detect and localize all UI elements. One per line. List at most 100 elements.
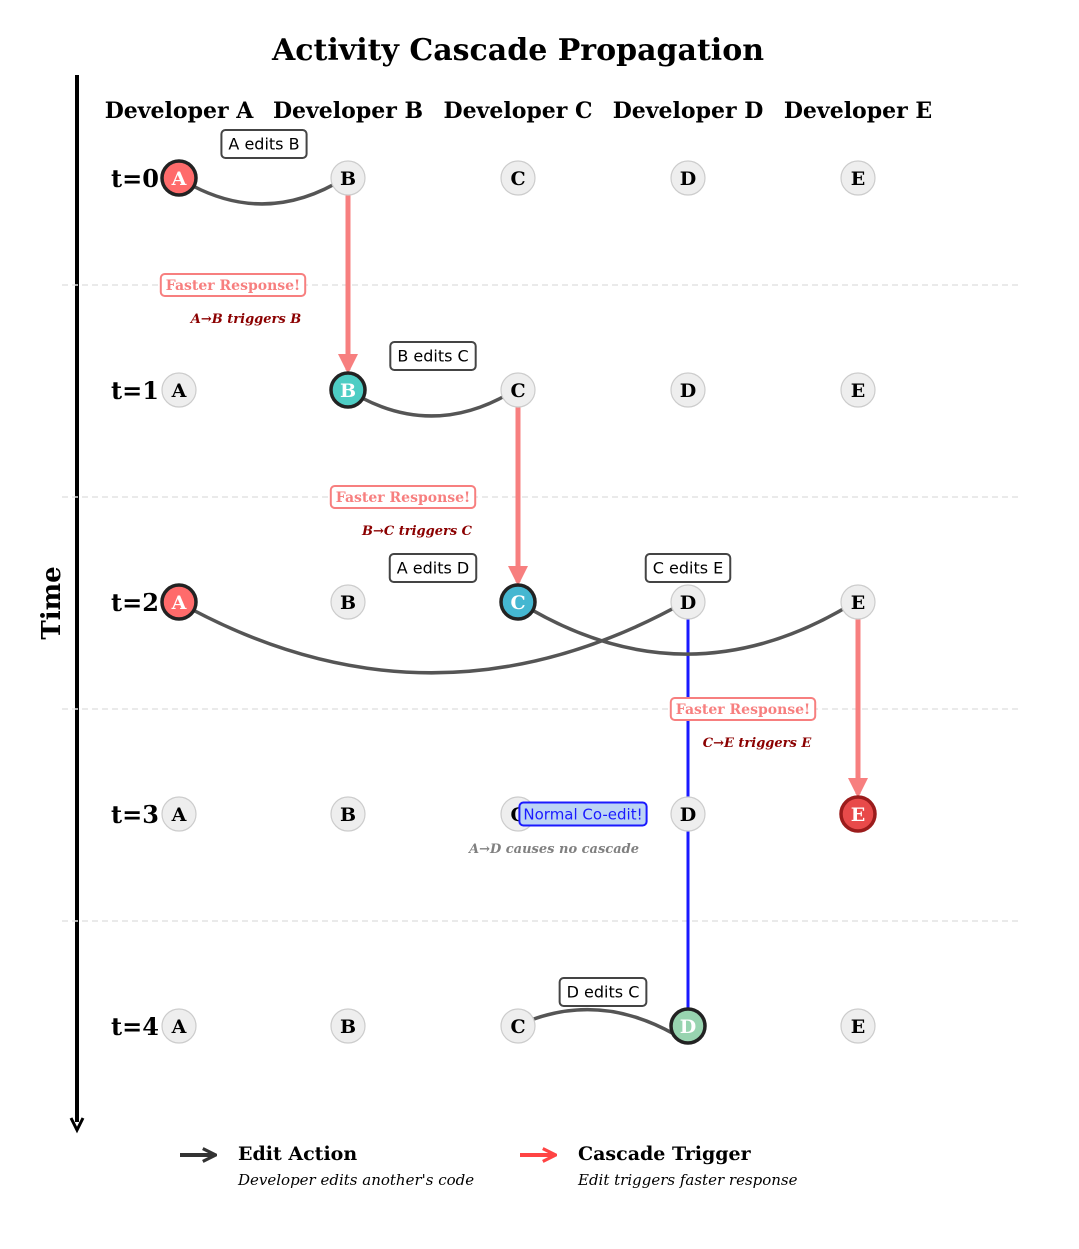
node-circle bbox=[330, 160, 366, 196]
node-circle bbox=[160, 583, 198, 621]
legend-title: Cascade Trigger bbox=[578, 1143, 752, 1165]
developer-header: Developer A bbox=[105, 98, 255, 124]
node-circle bbox=[670, 584, 706, 620]
node-circle bbox=[161, 372, 197, 408]
edit-action-label-text: A edits D bbox=[397, 559, 470, 578]
node-letter: D bbox=[680, 380, 696, 402]
node-circle bbox=[330, 796, 366, 832]
node-letter: C bbox=[510, 380, 525, 402]
faster-response-label: Faster Response! bbox=[159, 273, 307, 297]
edit-action-arrow bbox=[531, 602, 855, 656]
edit-action-arrow bbox=[521, 1007, 675, 1036]
time-label: t=4 bbox=[111, 1012, 159, 1041]
developer-node: E bbox=[840, 1008, 876, 1044]
edit-action-label-box bbox=[388, 553, 478, 583]
node-letter: E bbox=[851, 804, 865, 826]
edit-action-arrow bbox=[192, 178, 345, 206]
developer-node: B bbox=[330, 796, 366, 832]
node-circle bbox=[330, 584, 366, 620]
edit-action-label-box bbox=[644, 553, 732, 583]
node-letter: C bbox=[510, 168, 525, 190]
developer-node: B bbox=[330, 160, 366, 196]
faster-response-label-text: Faster Response! bbox=[676, 702, 810, 718]
developer-node: A bbox=[160, 583, 198, 621]
edit-action-label-box bbox=[389, 341, 477, 371]
developer-node: E bbox=[840, 584, 876, 620]
faster-response-label-box bbox=[329, 485, 477, 509]
node-circle bbox=[161, 796, 197, 832]
legend-subtitle: Developer edits another's code bbox=[237, 1171, 474, 1189]
edit-action-label-text: C edits E bbox=[653, 559, 724, 578]
node-circle bbox=[840, 584, 876, 620]
node-circle bbox=[839, 795, 877, 833]
time-label: t=0 bbox=[111, 164, 159, 193]
developer-node: B bbox=[330, 1008, 366, 1044]
developer-node: E bbox=[839, 795, 877, 833]
developer-node: D bbox=[670, 584, 706, 620]
node-circle bbox=[330, 1008, 366, 1044]
node-letter: D bbox=[680, 1016, 696, 1038]
cascade-trigger-note: A→B triggers B bbox=[189, 312, 301, 327]
node-circle bbox=[500, 372, 536, 408]
legend-title: Edit Action bbox=[238, 1143, 357, 1165]
edit-action-label: A edits B bbox=[220, 129, 308, 159]
edit-action-arrow bbox=[361, 390, 515, 418]
time-label: t=1 bbox=[111, 376, 159, 405]
edit-action-label: B edits C bbox=[389, 341, 477, 371]
developer-header: Developer D bbox=[613, 98, 764, 124]
node-letter: B bbox=[340, 804, 356, 826]
legend-subtitle: Edit triggers faster response bbox=[577, 1171, 798, 1189]
developer-node: C bbox=[500, 372, 536, 408]
developer-header: Developer C bbox=[443, 98, 592, 124]
edit-action-label: C edits E bbox=[644, 553, 732, 583]
cascade-trigger-note: B→C triggers C bbox=[361, 524, 473, 539]
edit-action-label-text: B edits C bbox=[397, 347, 468, 366]
node-circle bbox=[669, 1007, 707, 1045]
node-circle bbox=[670, 372, 706, 408]
node-letter: A bbox=[171, 1016, 187, 1038]
developer-node: C bbox=[500, 160, 536, 196]
developer-node: D bbox=[670, 372, 706, 408]
node-letter: B bbox=[340, 168, 356, 190]
time-label: t=2 bbox=[111, 588, 159, 617]
node-letter: B bbox=[340, 592, 356, 614]
faster-response-label-box bbox=[669, 697, 817, 721]
normal-coedit-label-box bbox=[518, 801, 648, 827]
node-letter: A bbox=[171, 380, 187, 402]
node-letter: A bbox=[171, 168, 187, 190]
node-letter: E bbox=[851, 168, 865, 190]
developer-node: A bbox=[160, 159, 198, 197]
faster-response-label-box bbox=[159, 273, 307, 297]
node-letter: E bbox=[851, 592, 865, 614]
node-letter: B bbox=[340, 380, 356, 402]
normal-coedit-label-text: Normal Co-edit! bbox=[523, 805, 642, 823]
node-circle bbox=[840, 1008, 876, 1044]
node-letter: E bbox=[851, 1016, 865, 1038]
developer-header: Developer B bbox=[273, 98, 423, 124]
developer-node: A bbox=[161, 796, 197, 832]
developer-node: D bbox=[670, 796, 706, 832]
node-circle bbox=[840, 372, 876, 408]
developer-node: D bbox=[669, 1007, 707, 1045]
normal-coedit-label: Normal Co-edit! bbox=[518, 801, 648, 827]
cascade-trigger-note: C→E triggers E bbox=[703, 736, 813, 751]
developer-node: A bbox=[161, 372, 197, 408]
developer-node: E bbox=[840, 160, 876, 196]
node-letter: A bbox=[171, 592, 187, 614]
developer-node: C bbox=[500, 1008, 536, 1044]
time-label: t=3 bbox=[111, 800, 159, 829]
node-circle bbox=[161, 1008, 197, 1044]
node-circle bbox=[840, 160, 876, 196]
developer-node: A bbox=[161, 1008, 197, 1044]
node-circle bbox=[500, 1008, 536, 1044]
developer-node: E bbox=[840, 372, 876, 408]
node-letter: D bbox=[680, 168, 696, 190]
faster-response-label: Faster Response! bbox=[329, 485, 477, 509]
edit-action-label: A edits D bbox=[388, 553, 478, 583]
node-circle bbox=[670, 796, 706, 832]
node-letter: E bbox=[851, 380, 865, 402]
developer-node: B bbox=[329, 371, 367, 409]
